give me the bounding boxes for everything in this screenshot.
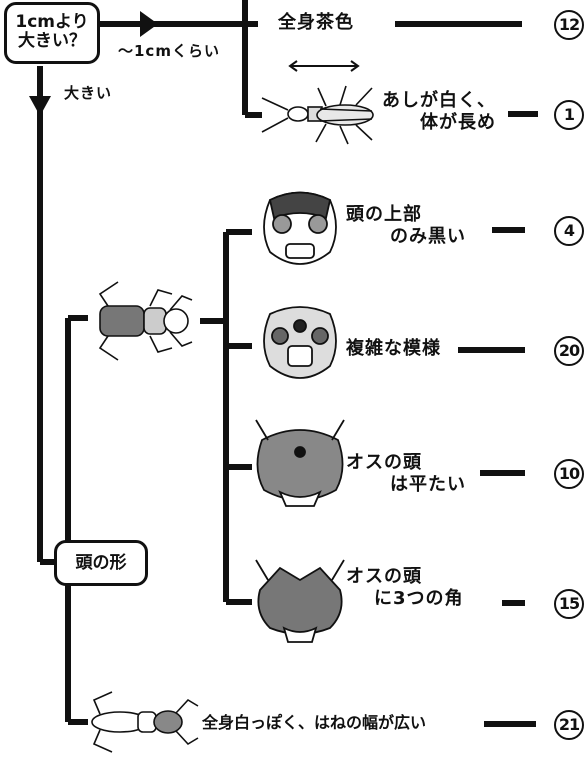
item-20-text: 複雑な模様 [346, 338, 441, 359]
item-15-line1: オスの頭 [346, 566, 422, 587]
item-12-text: 全身茶色 [278, 12, 354, 33]
species-number-15: 15 [554, 589, 584, 619]
edge-label-large: 大きい [64, 84, 113, 102]
item-1-line2: 体が長め [420, 112, 496, 133]
beetle-icon [98, 281, 193, 361]
item-1-line1: あしが白く、 [382, 90, 496, 111]
item-label-4: 頭の上部 のみ黒い [346, 204, 466, 248]
species-number-1: 1 [554, 100, 584, 130]
item-10-line2: は平たい [390, 474, 466, 495]
item-label-10: オスの頭 は平たい [346, 452, 466, 496]
head-icon-three-horns [255, 559, 345, 643]
item-4-line2: のみ黒い [390, 226, 466, 247]
item-label-15: オスの頭 に3つの角 [346, 566, 464, 610]
head-icon-black-top [263, 191, 337, 265]
item-label-12: 全身茶色 [278, 12, 354, 34]
species-number-4: 4 [554, 216, 584, 246]
start-box-line2: 大きい？ [18, 31, 86, 51]
species-number-20: 20 [554, 336, 584, 366]
item-label-1: あしが白く、 体が長め [382, 90, 496, 134]
item-10-line1: オスの頭 [346, 452, 422, 473]
item-4-line1: 頭の上部 [346, 204, 422, 225]
beetle-pale-icon [91, 691, 199, 753]
head-icon-complex-pattern [263, 306, 337, 379]
head-shape-box: 頭の形 [54, 540, 148, 586]
item-label-20: 複雑な模様 [346, 338, 441, 360]
start-decision-box: 1cmより 大きい？ [4, 2, 100, 64]
species-number-10: 10 [554, 459, 584, 489]
beetle-long-icon [261, 85, 374, 145]
edge-label-small: ～1cmくらい [118, 42, 220, 60]
species-number-12: 12 [554, 10, 584, 40]
item-15-line2: に3つの角 [374, 588, 464, 609]
item-21-text: 全身白っぽく、はねの幅が広い [202, 713, 427, 732]
species-number-21: 21 [554, 710, 584, 740]
start-box-line1: 1cmより [15, 12, 89, 32]
item-label-21: 全身白っぽく、はねの幅が広い [202, 712, 426, 734]
head-icon-flat-male [255, 419, 345, 507]
